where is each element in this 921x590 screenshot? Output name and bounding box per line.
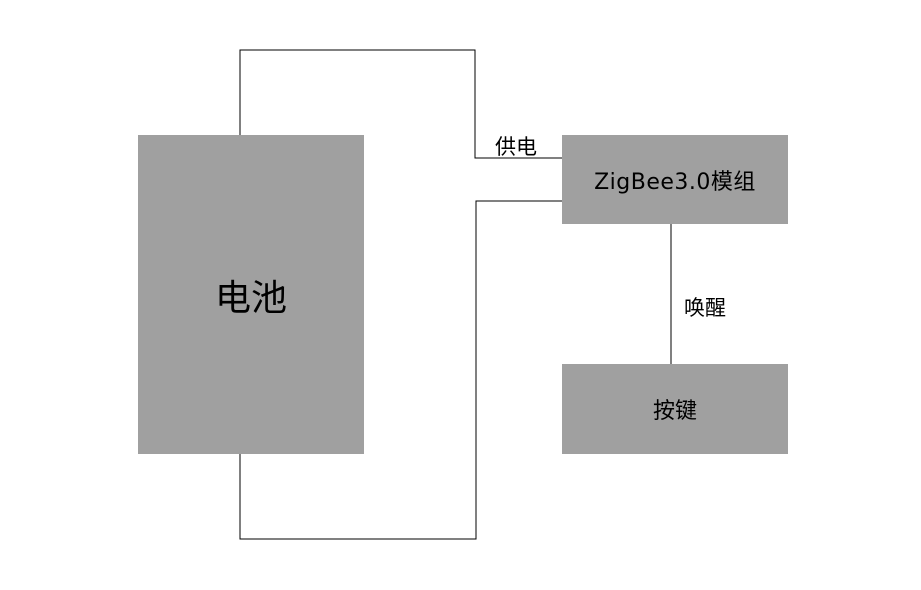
- zigbee-module-box: ZigBee3.0模组: [562, 135, 788, 224]
- battery-label: 电池: [214, 277, 287, 319]
- power-line-bottom: [239, 200, 562, 540]
- zigbee-module-label: ZigBee3.0模组: [594, 169, 756, 195]
- power-line-top: [239, 49, 562, 159]
- battery-box: 电池: [138, 135, 364, 454]
- button-box: 按键: [562, 364, 788, 454]
- power-edge-label: 供电: [495, 135, 537, 159]
- wake-edge-label: 唤醒: [684, 296, 726, 320]
- button-label: 按键: [652, 399, 697, 424]
